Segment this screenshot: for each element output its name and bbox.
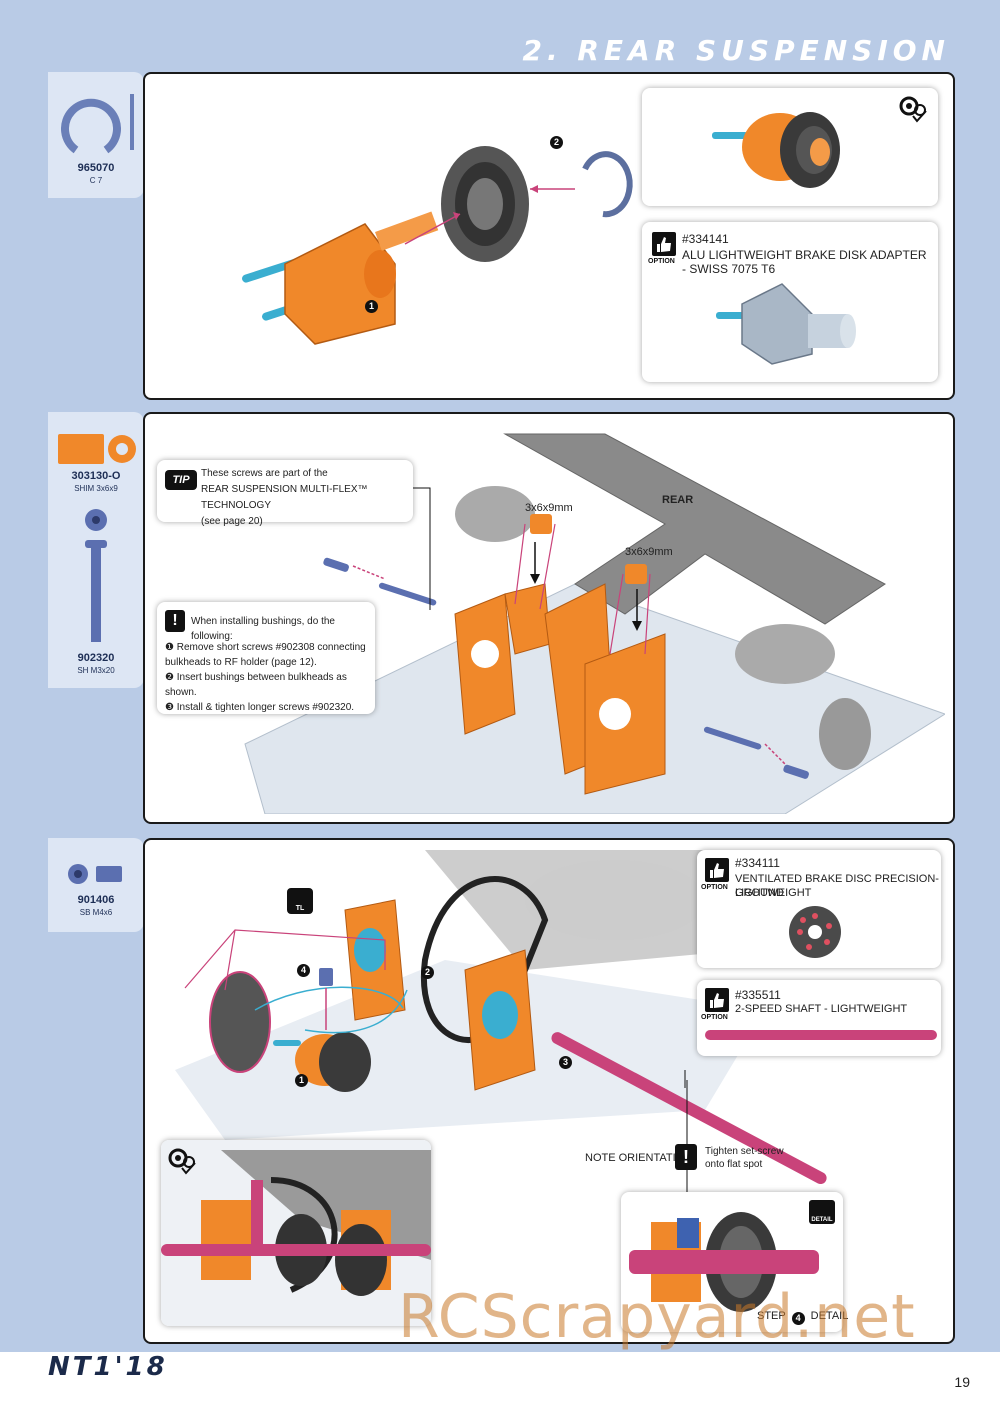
callout-2: 2 <box>550 136 563 149</box>
part-code-screw: 902320 <box>77 652 115 664</box>
setscrew-note-line1: Tighten set-screw <box>705 1146 784 1157</box>
tip-line: (see page 20) <box>201 516 263 527</box>
tip-badge: TIP <box>165 470 197 490</box>
tip-line: REAR SUSPENSION MULTI-FLEX™ TECHNOLOGY <box>201 484 368 511</box>
part-desc: C 7 <box>89 176 103 185</box>
detail-illustration <box>629 1212 819 1312</box>
brake-adapter-assembly-illustration <box>242 146 633 345</box>
option-title-line2: LIGHTWEIGHT <box>735 887 812 899</box>
inset-illustration <box>161 1140 431 1326</box>
step3-panel: 1 2 3 4 TL OPTION #334111 VENTILATED BRA… <box>143 838 955 1344</box>
thumbs-up-icon <box>705 988 729 1012</box>
rear-label: REAR <box>662 494 694 506</box>
tip-line: These screws are part of the <box>201 468 328 479</box>
warning-box: ! When installing bushings, do the follo… <box>157 602 375 714</box>
inset-assembled-view <box>161 1140 431 1326</box>
callout-3: 3 <box>559 1056 572 1069</box>
option-number: #334141 <box>682 232 729 246</box>
page-number: 19 <box>954 1374 970 1390</box>
option-box-335511: OPTION #335511 2-SPEED SHAFT - LIGHTWEIG… <box>697 980 941 1056</box>
brake-disc-illustration <box>789 906 841 958</box>
warning-step: ❸ Install & tighten longer screws #90232… <box>165 702 355 713</box>
warning-step: bulkheads to RF holder (page 12). <box>165 657 317 668</box>
callout-1: 1 <box>365 300 378 313</box>
detail-word: DETAIL <box>810 1310 849 1322</box>
assembled-hub-illustration <box>712 112 840 188</box>
part-desc-screw: SH M3x20 <box>77 666 115 675</box>
step2-panel: 3x6x9mm 3x6x9mm REAR TIP These screws ar… <box>143 412 955 824</box>
step1-panel: 1 2 OPTION #334141 ALU LIGHTWEIGHT BRAKE… <box>143 72 955 400</box>
set-screw-icon <box>68 864 122 884</box>
part-code-shim: 303130-O <box>71 470 121 482</box>
bushing-label-a: 3x6x9mm <box>525 502 573 514</box>
watermark: RCScrapyard.net <box>398 1282 916 1352</box>
screw-icon <box>85 509 107 642</box>
detail-badge-icon: DETAIL <box>809 1200 835 1224</box>
note-orientation-label: NOTE ORIENTATION <box>585 1152 693 1164</box>
callout-4: 4 <box>297 964 310 977</box>
option-title-line1: VENTILATED BRAKE DISC PRECISION-GROUND <box>735 873 939 899</box>
shim-icon <box>58 434 136 464</box>
tl-label: TL <box>295 905 305 912</box>
option-badge: OPTION <box>648 258 675 265</box>
assembled-result-box <box>642 88 938 206</box>
step-detail-label: STEP 4 DETAIL <box>757 1310 849 1325</box>
e-clip-icon <box>61 94 134 154</box>
option-box-334141: OPTION #334141 ALU LIGHTWEIGHT BRAKE DIS… <box>642 222 938 382</box>
part-desc: SB M4x6 <box>79 908 113 917</box>
shaft-illustration <box>705 1030 937 1040</box>
warning-title: When installing bushings, do the followi… <box>191 616 335 642</box>
callout-2: 2 <box>421 966 434 979</box>
detail-box: DETAIL <box>621 1192 843 1332</box>
threadlock-icon: TL <box>287 888 313 914</box>
parts-card-step1: 965070 C 7 <box>48 72 144 198</box>
warning-step: ❷ Insert bushings between bulkheads as s… <box>165 672 347 698</box>
part-code: 901406 <box>77 894 115 906</box>
option-number: #335511 <box>735 988 781 1002</box>
brand-logo: NT1'18 <box>48 1352 168 1382</box>
part-code: 965070 <box>77 162 115 174</box>
parts-card-step3: 901406 SB M4x6 <box>48 838 144 932</box>
gear-drive-assembly-illustration <box>175 850 827 1195</box>
callout-1: 1 <box>295 1074 308 1087</box>
detail-badge-label: DETAIL <box>811 1217 833 1223</box>
option-number: #334111 <box>735 856 780 870</box>
bushing-label-b: 3x6x9mm <box>625 546 673 558</box>
alu-adapter-illustration <box>716 283 856 365</box>
step-word: STEP <box>757 1310 786 1322</box>
part-desc-shim: SHIM 3x6x9 <box>74 484 118 493</box>
warning-step: ❶ Remove short screws #902308 connecting <box>165 642 366 653</box>
setscrew-note-line2: onto flat spot <box>705 1159 763 1170</box>
option-title: ALU LIGHTWEIGHT BRAKE DISK ADAPTER - SWI… <box>682 248 927 276</box>
parts-card-step2: 303130-O SHIM 3x6x9 902320 SH M3x20 <box>48 412 144 688</box>
tip-box: TIP These screws are part of the REAR SU… <box>157 460 413 527</box>
warning-icon: ! <box>675 1144 697 1170</box>
warning-icon: ! <box>165 610 185 632</box>
option-box-334111: OPTION #334111 VENTILATED BRAKE DISC PRE… <box>697 850 941 968</box>
bulkhead-assembly-illustration <box>244 433 945 814</box>
thumbs-up-icon <box>652 232 676 256</box>
option-title: 2-SPEED SHAFT - LIGHTWEIGHT <box>735 1003 908 1015</box>
step-number: 4 <box>791 1312 805 1325</box>
settings-check-icon <box>899 96 927 123</box>
settings-check-icon <box>168 1148 196 1175</box>
option-badge: OPTION <box>701 1014 728 1021</box>
option-badge: OPTION <box>701 884 728 891</box>
warning-steps: ❶ Remove short screws #902308 connecting… <box>165 640 375 715</box>
section-title: 2. REAR SUSPENSION <box>522 34 950 67</box>
tip-text: These screws are part of the REAR SUSPEN… <box>201 466 413 530</box>
thumbs-up-icon <box>705 858 729 882</box>
